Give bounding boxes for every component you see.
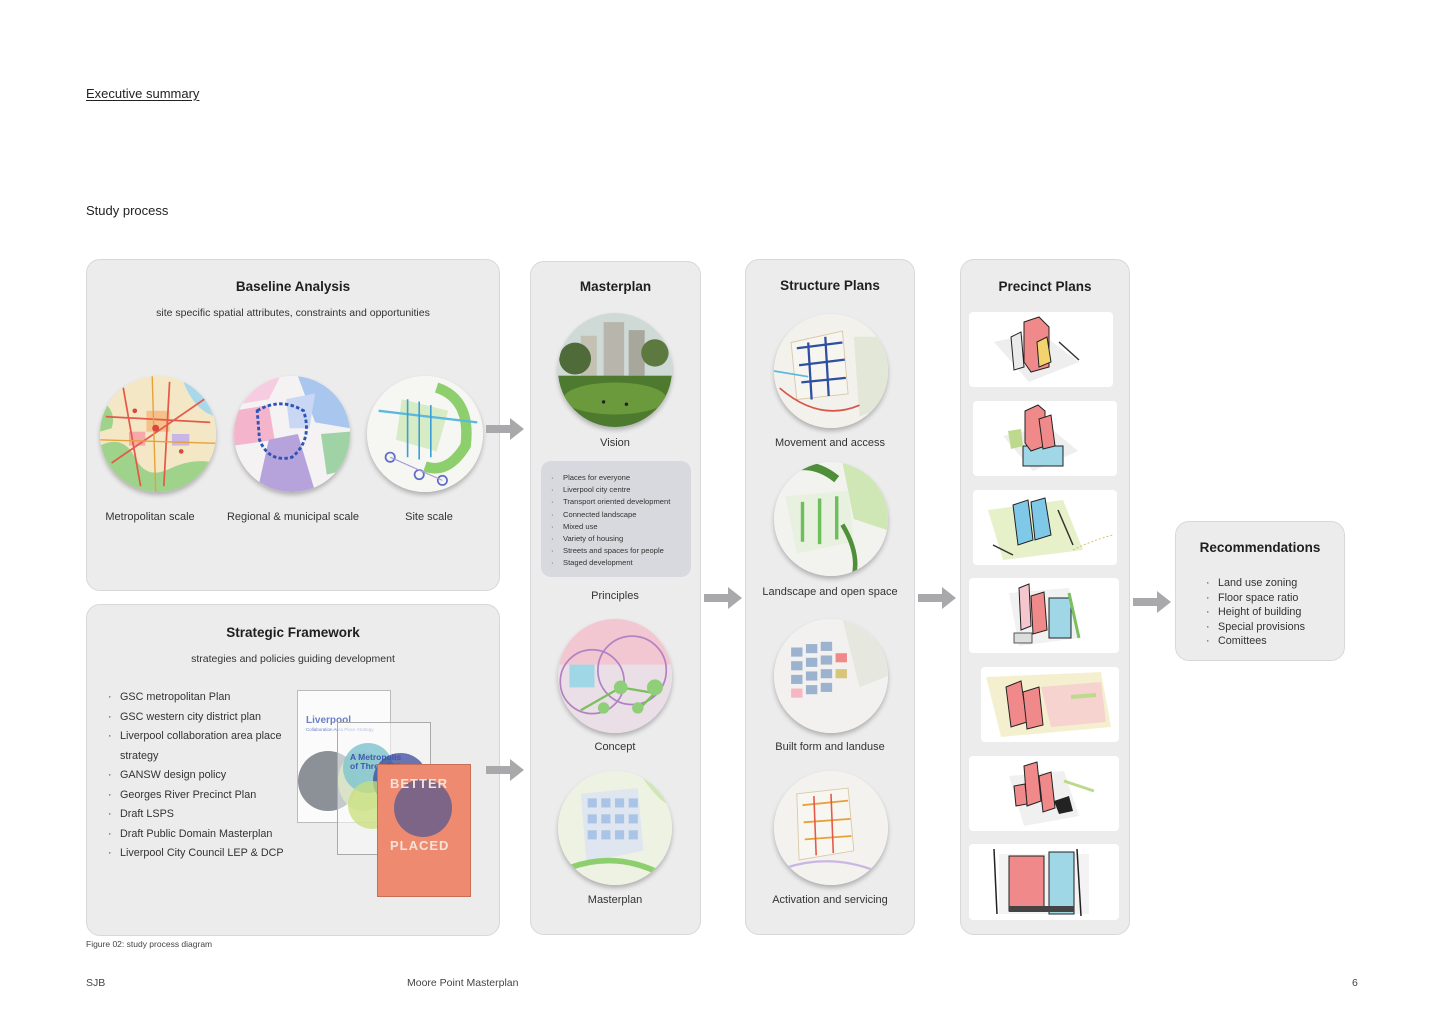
framework-subtitle: strategies and policies guiding developm… [191, 653, 395, 665]
metropolitan-map-image [100, 376, 216, 492]
section-title: Study process [86, 203, 169, 218]
list-item: Variety of housing [551, 533, 691, 545]
list-item: Places for everyone [551, 472, 691, 484]
activation-plan-image [774, 771, 888, 885]
site-map-image [367, 376, 483, 492]
framework-title: Strategic Framework [226, 625, 360, 640]
page-number: 6 [1352, 977, 1358, 989]
list-item: Georges River Precinct Plan [108, 786, 293, 806]
regional-scale-label: Regional & municipal scale [226, 511, 360, 523]
arrow-right-icon [704, 587, 742, 609]
list-item: Liverpool city centre [551, 484, 691, 496]
activation-label: Activation and servicing [772, 894, 888, 906]
built-form-label: Built form and landuse [775, 741, 885, 753]
list-item: Land use zoning [1206, 576, 1305, 591]
list-item: Streets and spaces for people [551, 545, 691, 557]
list-item: GANSW design policy [108, 766, 293, 786]
arrow-right-icon [1133, 591, 1171, 613]
precinct-plan-image [981, 667, 1119, 742]
list-item: Staged development [551, 557, 691, 569]
masterplan-title: Masterplan [579, 279, 652, 294]
concept-label: Concept [594, 741, 636, 753]
list-item: Draft LSPS [108, 805, 293, 825]
landscape-plan-image [774, 462, 888, 576]
masterplan-image [558, 771, 672, 885]
precinct-plan-image [969, 844, 1119, 920]
movement-label: Movement and access [774, 437, 886, 449]
metropolitan-scale-label: Metropolitan scale [105, 511, 195, 523]
site-scale-label: Site scale [405, 511, 453, 523]
liverpool-cover-title: Liverpool [306, 715, 352, 726]
principles-label: Principles [591, 590, 639, 602]
list-item: Floor space ratio [1206, 591, 1305, 606]
precinct-plan-image [969, 312, 1113, 387]
arrow-right-icon [486, 759, 524, 781]
recommendations-list: Land use zoning Floor space ratio Height… [1206, 576, 1305, 649]
list-item: Connected landscape [551, 509, 691, 521]
movement-plan-image [774, 314, 888, 428]
better-cover-word: BETTER [390, 776, 448, 791]
list-item: Mixed use [551, 521, 691, 533]
precinct-plan-image [969, 756, 1119, 831]
policy-document-covers: Liverpool Collaboration Area Place Strat… [297, 690, 472, 897]
built-form-plan-image [774, 619, 888, 733]
list-item: GSC metropolitan Plan [108, 688, 293, 708]
landscape-label: Landscape and open space [762, 586, 898, 598]
baseline-subtitle: site specific spatial attributes, constr… [156, 307, 430, 319]
figure-caption: Figure 02: study process diagram [86, 939, 213, 949]
framework-policy-list: GSC metropolitan Plan GSC western city d… [108, 688, 293, 864]
list-item: Liverpool collaboration area place strat… [108, 727, 293, 766]
structure-title: Structure Plans [780, 278, 880, 293]
list-item: GSC western city district plan [108, 708, 293, 728]
vision-render-image [558, 313, 672, 427]
precinct-plan-image [973, 401, 1117, 476]
precinct-plan-image [973, 490, 1117, 565]
placed-cover-word: PLACED [390, 838, 450, 853]
list-item: Height of building [1206, 605, 1305, 620]
footer-document-title: Moore Point Masterplan [407, 977, 519, 989]
masterplan-label: Masterplan [587, 894, 643, 906]
arrow-right-icon [486, 418, 524, 440]
arrow-right-icon [918, 587, 956, 609]
recommendations-title: Recommendations [1199, 540, 1321, 555]
list-item: Liverpool City Council LEP & DCP [108, 844, 293, 864]
page-heading: Executive summary [86, 86, 200, 101]
list-item: Transport oriented development [551, 496, 691, 508]
list-item: Draft Public Domain Masterplan [108, 825, 293, 845]
precinct-plan-image [969, 578, 1119, 653]
principles-list: Places for everyone Liverpool city centr… [551, 472, 691, 570]
footer-company: SJB [86, 977, 106, 989]
regional-map-image [234, 376, 350, 492]
list-item: Special provisions [1206, 620, 1305, 635]
list-item: Comittees [1206, 634, 1305, 649]
baseline-title: Baseline Analysis [235, 279, 351, 294]
vision-label: Vision [600, 437, 630, 449]
better-placed-cover: BETTER PLACED [377, 764, 471, 897]
precinct-title: Precinct Plans [998, 279, 1092, 294]
concept-diagram-image [558, 619, 672, 733]
